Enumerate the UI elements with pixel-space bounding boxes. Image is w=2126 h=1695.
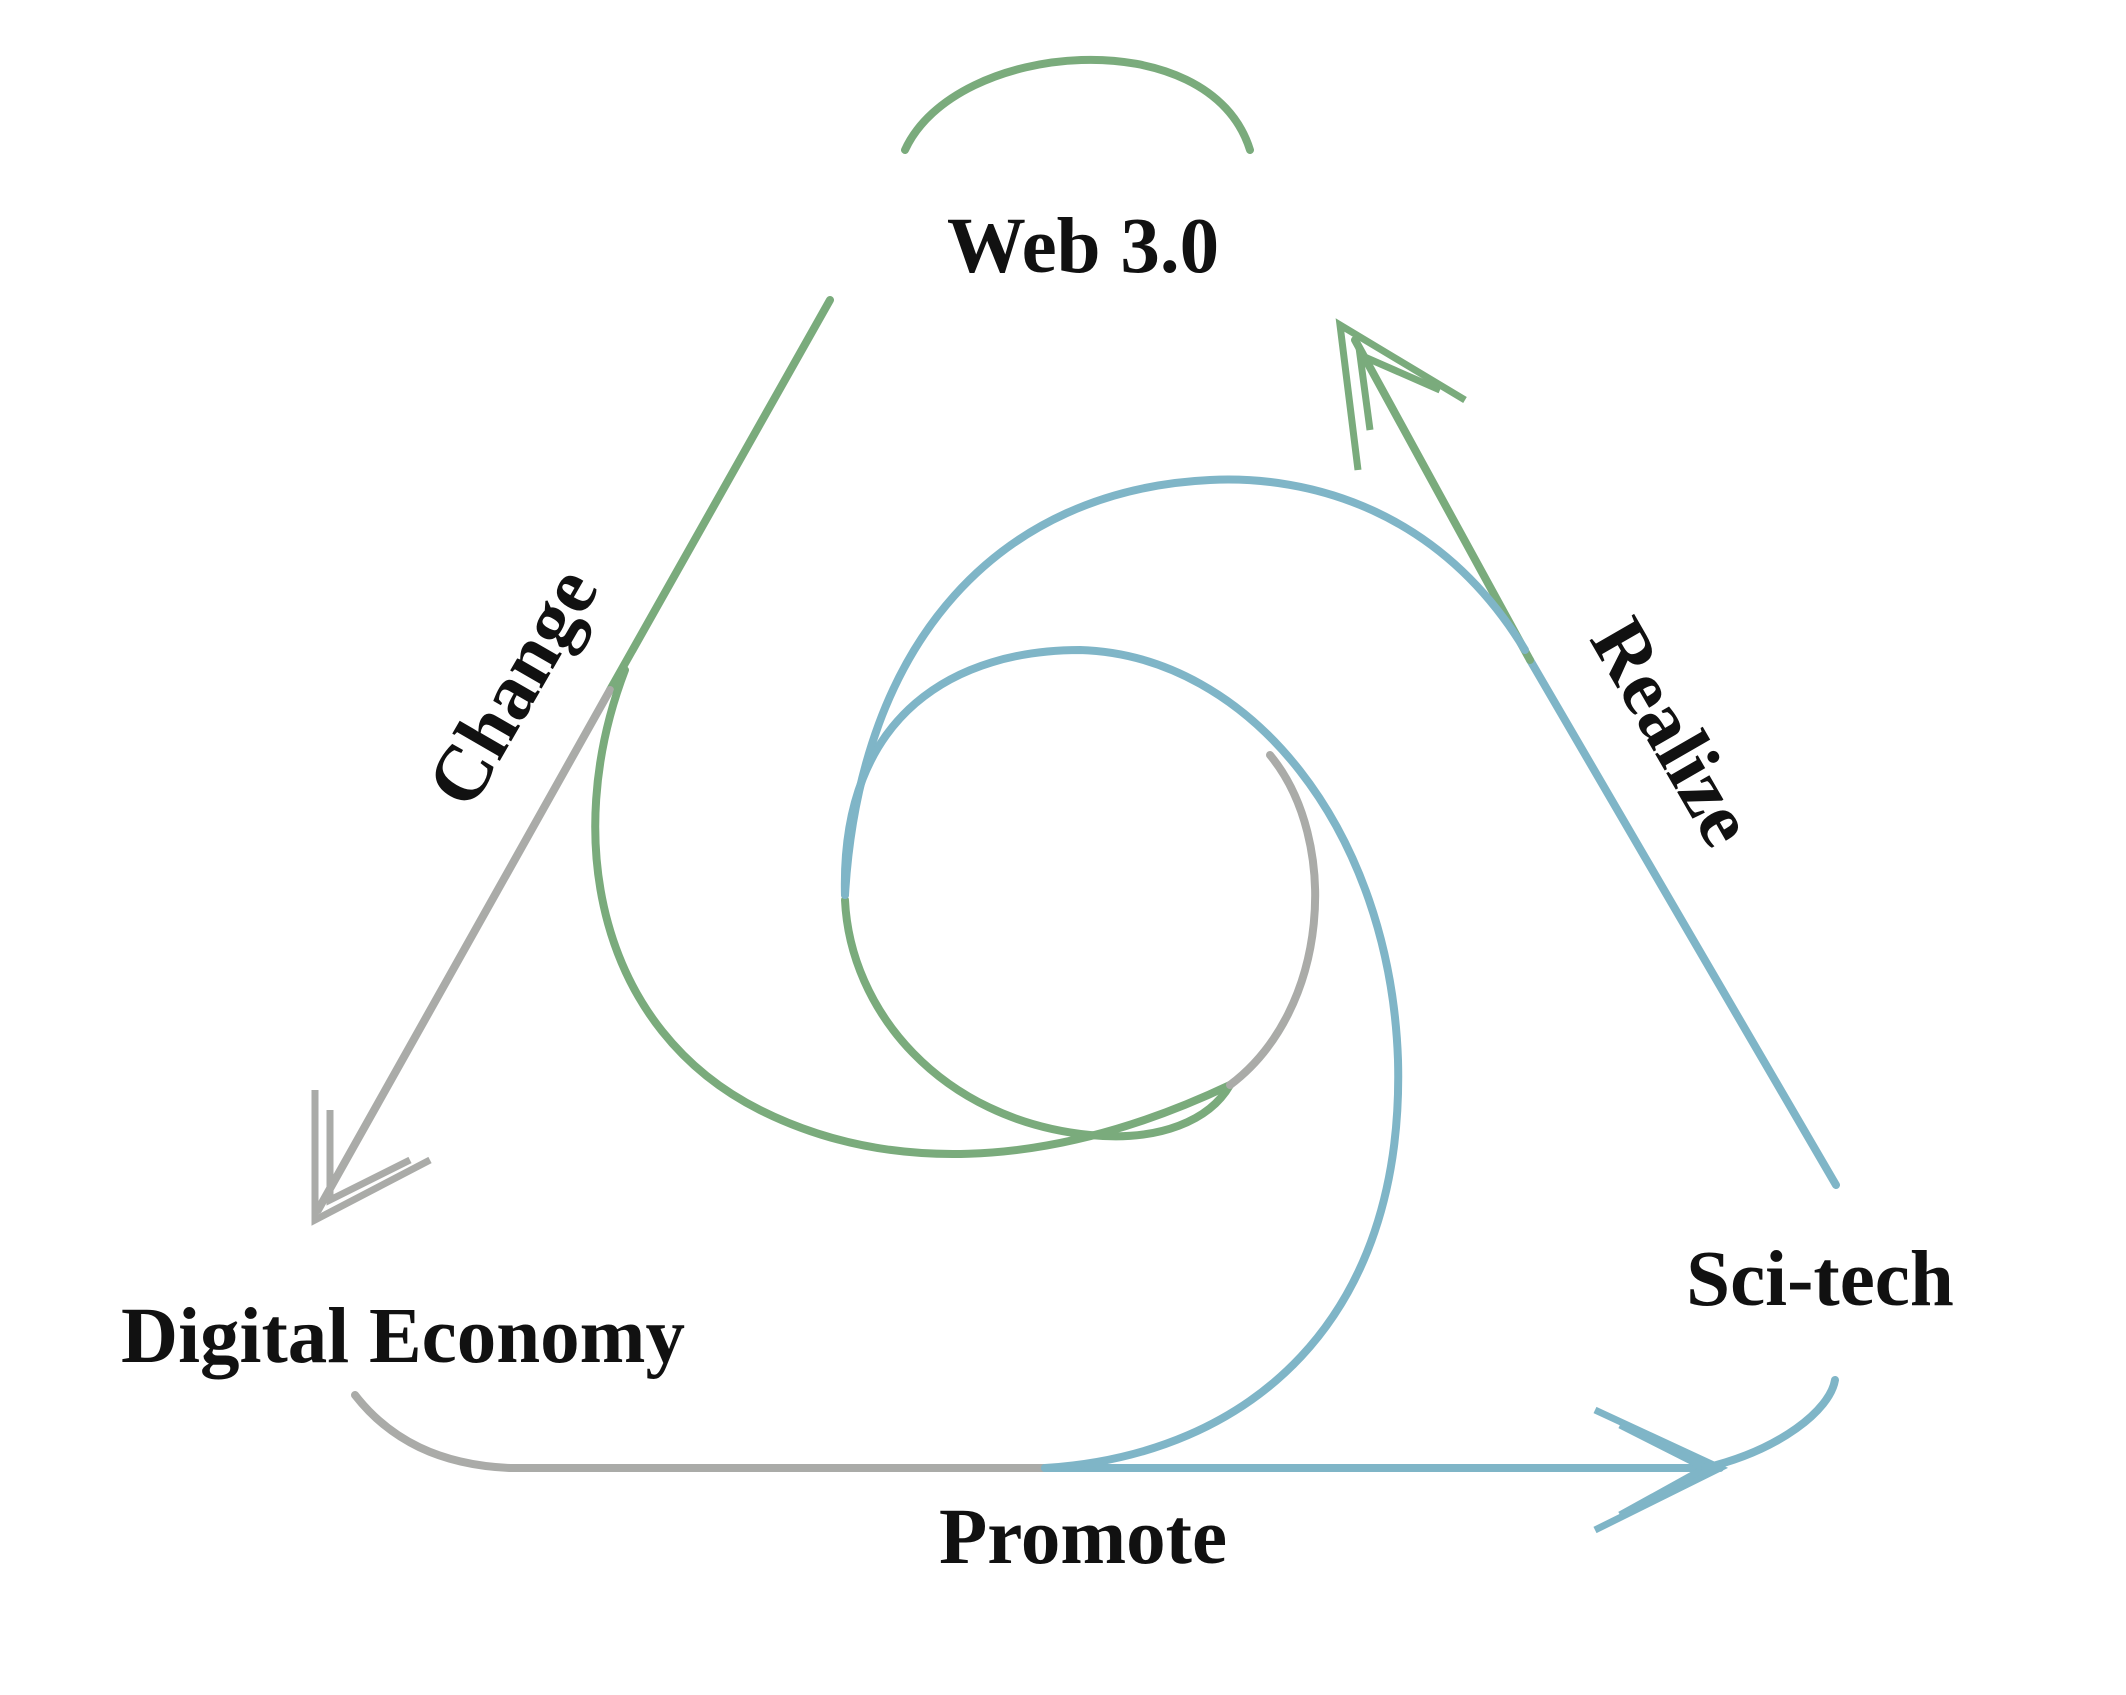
- edge-label-change: Change: [410, 553, 615, 821]
- spiral-green-outer: [591, 666, 1234, 1158]
- realize-edge-lower: [1526, 656, 1840, 1189]
- edge-label-promote: Promote: [939, 1494, 1227, 1581]
- realize-arrow-head: [1335, 318, 1467, 471]
- spiral-gray-inner: [1226, 751, 1320, 1089]
- realize-edge-upper: [1351, 336, 1534, 664]
- edge-label-realize: Realize: [1573, 604, 1771, 860]
- change-edge-lower: [314, 686, 614, 1214]
- realize-arrow-head-inner: [1355, 349, 1442, 431]
- change-edge-upper: [606, 296, 834, 694]
- promote-edge-left-curve: [351, 1391, 514, 1472]
- node-digital-economy: Digital Economy: [121, 1293, 685, 1380]
- spiral-blue-middle: [840, 646, 1403, 1472]
- change-arrow-head-inner: [326, 1110, 412, 1206]
- spiral-green-inner: [841, 896, 1234, 1141]
- change-arrow-head: [311, 1090, 432, 1226]
- scitech-loop: [1701, 1376, 1839, 1472]
- web-top-loop: [901, 55, 1254, 154]
- node-scitech: Sci-tech: [1686, 1236, 1954, 1323]
- spiral-blue-outer: [841, 475, 1529, 899]
- node-web: Web 3.0: [947, 203, 1219, 290]
